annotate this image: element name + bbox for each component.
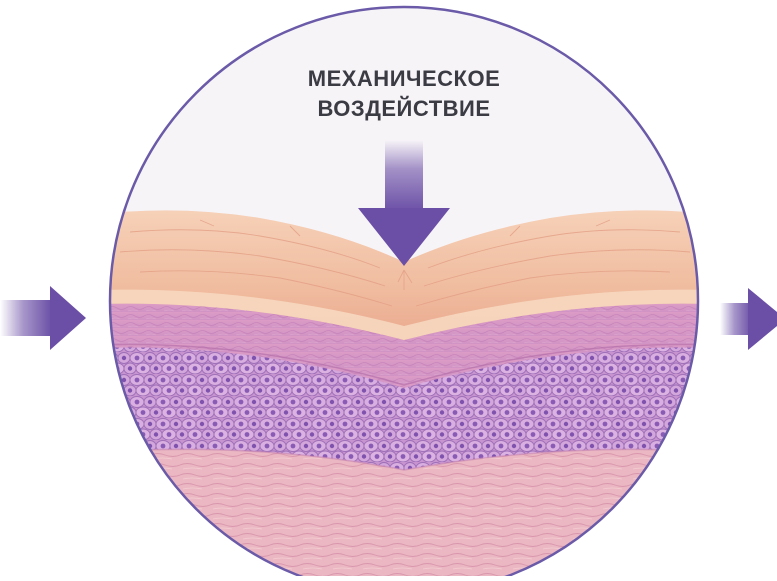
arrow-right-icon [0, 286, 86, 350]
label-line-1: МЕХАНИЧЕСКОЕ [308, 66, 501, 91]
label-line-2: ВОЗДЕЙСТВИЕ [317, 96, 490, 121]
arrow-right-icon [720, 288, 777, 350]
